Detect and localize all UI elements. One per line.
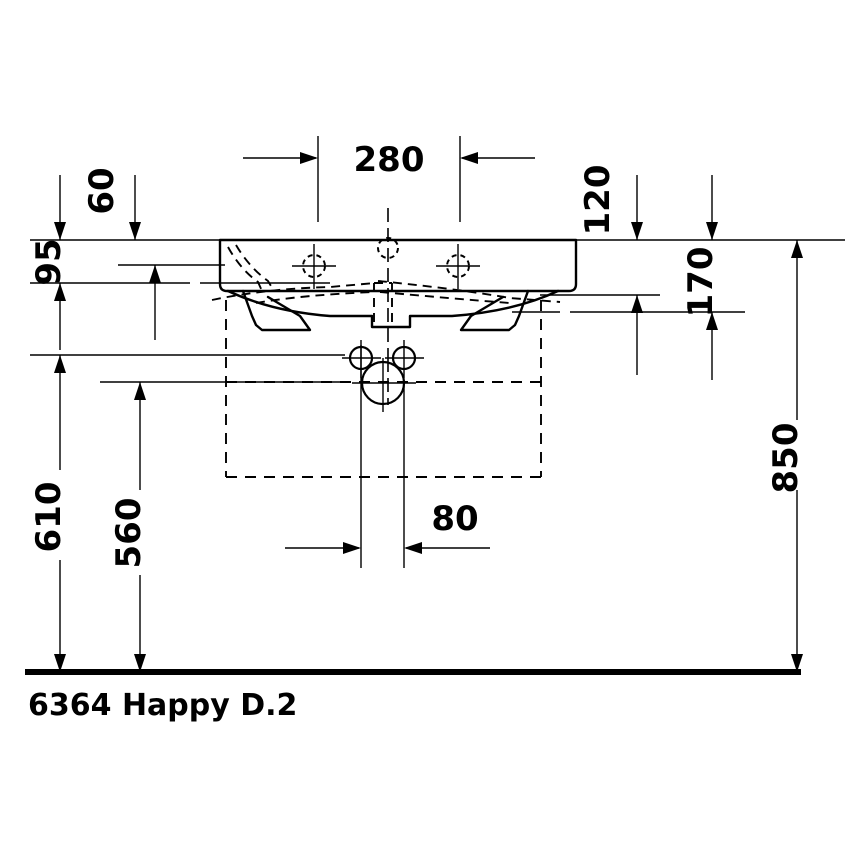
- dimension-280-tap-hole-spacing: 280: [243, 136, 535, 222]
- dimension-label-120: 120: [578, 165, 618, 236]
- supply-connection-left: [342, 340, 381, 378]
- dimension-120-waste-offset: 120: [578, 165, 643, 240]
- basin-underside-leader-left: [118, 264, 225, 340]
- dimension-850-mounting-height: 850: [766, 240, 806, 672]
- dimension-label-60: 60: [82, 167, 122, 214]
- drawing-caption: 6364 Happy D.2: [28, 688, 297, 723]
- tap-hole-right: [436, 244, 480, 289]
- hidden-bowl-contours: [211, 244, 561, 322]
- waste-outlet: [352, 358, 416, 412]
- dimension-label-95: 95: [29, 238, 69, 285]
- dimension-label-280: 280: [354, 140, 425, 180]
- dimension-label-850: 850: [766, 423, 806, 494]
- dimension-60-rim-thickness: 60: [82, 167, 141, 240]
- dimension-label-170: 170: [681, 247, 721, 318]
- dimension-95-basin-depth: 95: [29, 175, 330, 350]
- dimension-label-610: 610: [29, 482, 69, 553]
- washbasin-body: [218, 238, 578, 332]
- dimension-610-supply-height: 610: [29, 354, 345, 672]
- dimension-560-waste-height: 560: [100, 381, 345, 672]
- dimension-80-supply-spacing: 80: [285, 345, 490, 568]
- supply-connection-right: [385, 340, 424, 378]
- dimension-170-trap-height: 170: [570, 175, 745, 380]
- dimension-label-80: 80: [431, 499, 478, 539]
- basin-underside-leader-right: [512, 294, 660, 375]
- tap-hole-left: [292, 244, 336, 289]
- dimension-label-560: 560: [109, 498, 149, 569]
